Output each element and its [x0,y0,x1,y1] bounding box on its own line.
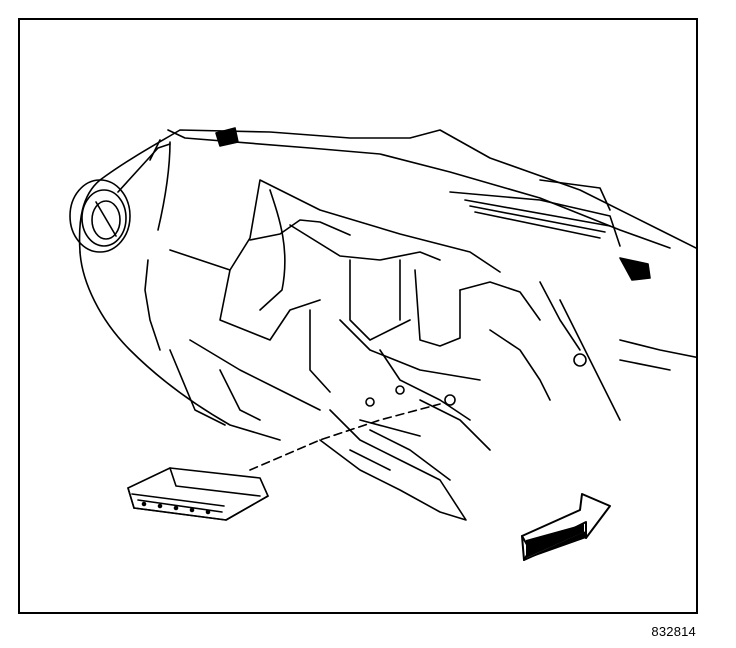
figure-id-label: 832814 [651,624,696,639]
instrument-panel-illustration [69,127,696,561]
round-air-vent [69,179,131,253]
illustration-frame [18,18,698,614]
electronic-module [127,467,269,521]
lower-panel [319,399,491,521]
inner-structure [169,179,696,426]
defroster-grille [449,179,651,281]
instrument-panel-body [78,127,696,441]
leader-line [249,403,441,471]
forward-arrow-icon [521,493,611,561]
